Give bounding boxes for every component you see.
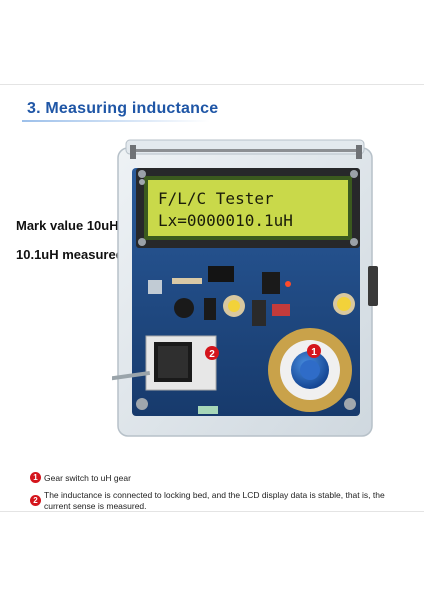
lcd-module bbox=[136, 168, 360, 248]
marker-socket: 2 bbox=[205, 346, 219, 360]
section-heading: 3. Measuring inductance bbox=[27, 100, 219, 117]
lc-tester-device: F/L/C Tester Lx=0000010.1uH bbox=[100, 138, 380, 438]
lcd-line-1: F/L/C Tester bbox=[158, 189, 274, 208]
marker-knob-label: 1 bbox=[311, 347, 317, 358]
mark-value-label: Mark value 10uH bbox=[16, 218, 119, 233]
side-switch[interactable] bbox=[368, 266, 378, 306]
measured-value-label: 10.1uH measured bbox=[16, 247, 124, 262]
note-2-line-1: The inductance is connected to locking b… bbox=[44, 490, 385, 500]
marker-socket-label: 2 bbox=[209, 349, 215, 360]
note-2-badge: 2 bbox=[30, 495, 41, 506]
rotary-switch[interactable] bbox=[268, 328, 352, 412]
note-1-text: Gear switch to uH gear bbox=[44, 473, 131, 483]
note-2-line-2: current sense is measured. bbox=[44, 501, 147, 511]
power-button[interactable] bbox=[333, 293, 355, 315]
lcd-line-2: Lx=0000010.1uH bbox=[158, 211, 293, 230]
zif-socket[interactable] bbox=[145, 335, 217, 391]
pcb-components bbox=[148, 266, 291, 414]
top-rods bbox=[130, 145, 362, 159]
marker-knob: 1 bbox=[307, 344, 321, 358]
corner-screws bbox=[136, 179, 356, 410]
heading-underline bbox=[22, 120, 210, 122]
note-1-badge: 1 bbox=[30, 472, 41, 483]
